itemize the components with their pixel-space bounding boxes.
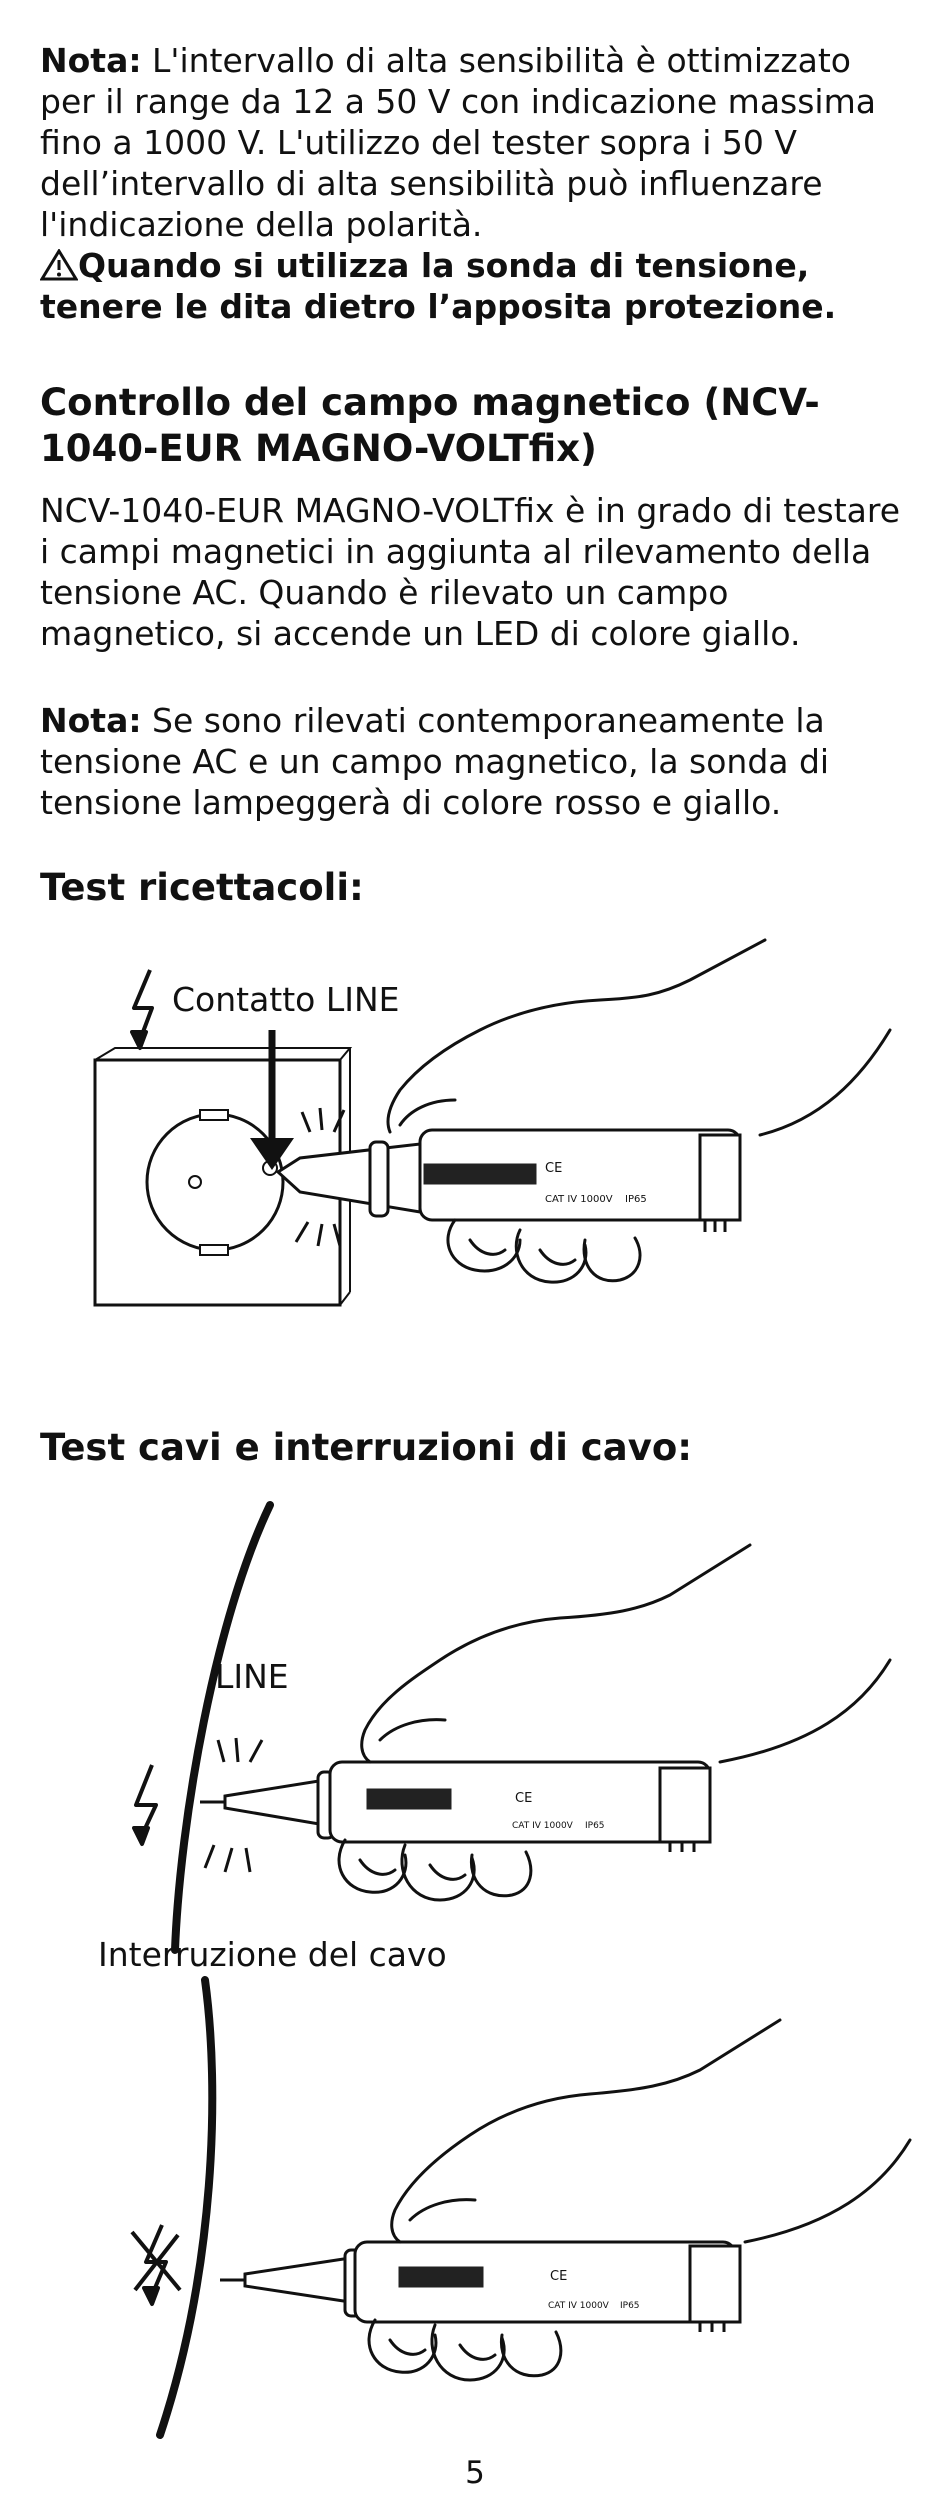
figure-label-cable-break: Interruzione del cavo: [98, 1935, 447, 1974]
no-voltage-icon: [130, 2224, 182, 2306]
tester-cat-mark: CAT IV 1000V: [548, 2301, 610, 2311]
tester-cat-mark: CAT IV 1000V: [545, 1194, 613, 1205]
receptacle-test-figure: CE CAT IV 1000V IP65 Contatto LINE: [0, 920, 950, 1340]
tester-ce-mark: CE: [545, 1161, 562, 1176]
note-paragraph: Nota: L'intervallo di alta sensibilità è…: [40, 40, 910, 245]
cable-drawing: [171, 1501, 274, 1954]
magnetic-note: Nota: Se sono rilevati contemporaneament…: [40, 700, 910, 823]
hand-drawing: [367, 2018, 912, 2382]
page-number: 5: [465, 2455, 485, 2491]
hand-drawing: [337, 1543, 892, 1902]
warning-triangle-icon: [39, 248, 79, 281]
lightning-icon: [132, 1764, 158, 1846]
tester-ip-mark: IP65: [625, 1194, 647, 1205]
tester-ip-mark: IP65: [585, 1821, 605, 1831]
figure-label-line: LINE: [215, 1657, 289, 1696]
tester-ce-mark: CE: [550, 2269, 567, 2284]
warning-text: Quando si utilizza la sonda di tensione,…: [40, 246, 837, 326]
hand-drawing: [386, 938, 892, 1284]
note-label: Nota:: [40, 701, 142, 740]
socket-circle: [145, 1112, 285, 1252]
tester-ce-mark: CE: [515, 1791, 532, 1806]
figure-label-line-contact: Contatto LINE: [172, 980, 400, 1019]
section-title-magnetic: Controllo del campo magnetico (NCV-1040-…: [40, 381, 820, 470]
voltage-tester-drawing: [220, 2240, 742, 2332]
section-title-receptacle: Test ricettacoli:: [40, 866, 364, 909]
note-text: L'intervallo di alta sensibilità è ottim…: [40, 41, 876, 244]
magnetic-body: NCV-1040-EUR MAGNO-VOLTfix è in grado di…: [40, 491, 901, 653]
tester-ip-mark: IP65: [620, 2301, 640, 2311]
voltage-tester-drawing: [275, 1128, 742, 1232]
cable-test-figure: CE CAT IV 1000V IP65: [0, 1490, 950, 2440]
tester-cat-mark: CAT IV 1000V: [512, 1821, 574, 1831]
cable-drawing-lower: [156, 1976, 217, 2439]
warning-paragraph: Quando si utilizza la sonda di tensione,…: [39, 245, 910, 327]
lightning-icon: [130, 969, 154, 1050]
note-label: Nota:: [40, 41, 142, 80]
note-text: Se sono rilevati contemporaneamente la t…: [40, 701, 830, 822]
section-title-cable: Test cavi e interruzioni di cavo:: [40, 1426, 693, 1469]
voltage-tester-drawing: [200, 1760, 712, 1852]
